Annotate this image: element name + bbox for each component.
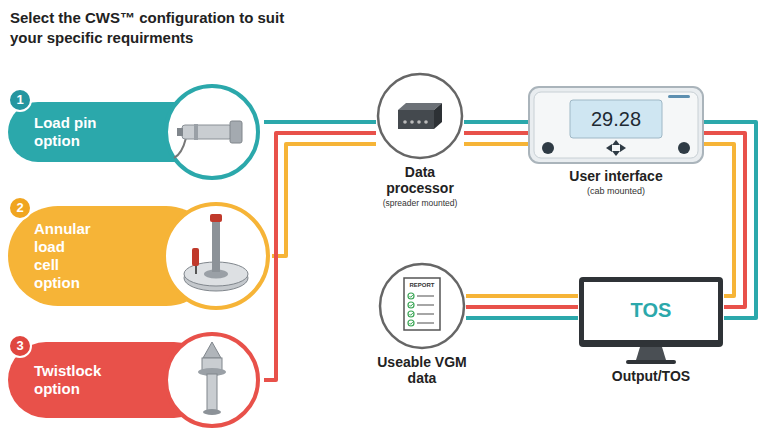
connector-line xyxy=(466,316,578,320)
signal-connector xyxy=(264,133,376,380)
connector-line xyxy=(464,142,528,146)
node-note: (cab mounted) xyxy=(528,186,704,197)
connector-line xyxy=(272,144,376,256)
node-heading: Data processor xyxy=(370,164,470,196)
connector-line xyxy=(466,305,578,309)
diagram-title: Select the CWS™ configuration to suit yo… xyxy=(10,8,310,48)
callout-number: 2 xyxy=(8,196,32,220)
connector-line xyxy=(264,133,376,380)
signal-connector xyxy=(272,144,376,256)
connector-line xyxy=(466,294,578,298)
option-label: Annular load cell option xyxy=(34,220,94,292)
option-band: Load pin option xyxy=(6,82,264,182)
display-reading: 29.28 xyxy=(570,107,662,131)
interface-node: 29.28User interface (cab mounted) xyxy=(528,86,704,204)
connector-line xyxy=(264,120,376,124)
option-band: Twistlock option xyxy=(6,330,264,430)
option-band: Annular load cell option xyxy=(6,200,272,312)
option-label: Load pin option xyxy=(34,114,134,150)
signal-connector xyxy=(464,122,528,144)
node-heading: User interface xyxy=(528,168,704,184)
signal-connector xyxy=(466,296,578,318)
connector-line xyxy=(704,144,734,296)
report-heading: REPORT xyxy=(404,281,440,289)
node-note: (spreader mounted) xyxy=(366,198,474,209)
tos-node: TOS Output/TOS xyxy=(578,276,724,388)
node-heading: Output/TOS xyxy=(578,368,724,384)
signal-connector xyxy=(264,122,376,123)
report-node: REPORTUseable VGM data xyxy=(378,262,466,392)
processor-node: Data processor(spreader mounted) xyxy=(376,72,464,212)
connector-line xyxy=(464,120,528,124)
callout-number: 1 xyxy=(8,88,32,112)
connector-line xyxy=(464,131,528,135)
option-label: Twistlock option xyxy=(34,362,134,398)
screen-text: TOS xyxy=(584,298,718,322)
node-heading: Useable VGM data xyxy=(366,354,478,386)
callout-number: 3 xyxy=(8,334,32,358)
